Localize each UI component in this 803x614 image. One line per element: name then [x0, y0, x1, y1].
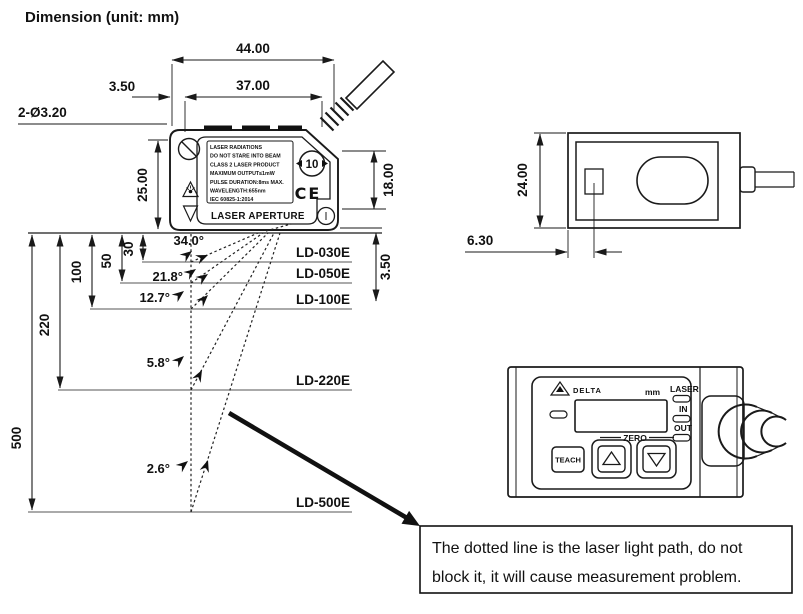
warning-label-box [206, 140, 294, 204]
angle-12-7: 12.7° [139, 290, 170, 305]
out-led [672, 433, 691, 442]
pointer-arrow-icon [171, 287, 187, 303]
cable-gland [739, 166, 756, 193]
warning-line: DO NOT STARE INTO BEAM [210, 154, 281, 160]
note-line-2: block it, it will cause measurement prob… [432, 569, 741, 586]
pointer-arrow-icon [175, 457, 192, 473]
warning-line: WAVELENGTH:655nm [210, 189, 266, 195]
teach-button[interactable] [551, 446, 585, 473]
distance-220: 220 [37, 314, 52, 337]
laser-light-path [190, 223, 292, 513]
warning-line: PULSE DURATION:8ms MAX. [210, 180, 284, 186]
dim-mount-holes: 2-Ø3.20 [18, 105, 67, 120]
dim-24: 24.00 [515, 163, 530, 197]
note-line-1: The dotted line is the laser light path,… [432, 540, 743, 557]
dim-3-5-bottom: 3.50 [378, 254, 393, 280]
model-ld-030e: LD-030E [296, 245, 350, 260]
dim-25: 25.00 [135, 168, 150, 202]
distance-500: 500 [9, 427, 24, 450]
panel-view: DELTA mm LASER IN OUT ZERO TEACH [507, 366, 787, 498]
warning-line: MAXIMUM OUTPUT≤1mW [210, 171, 275, 177]
ray-arrow-icon [196, 291, 212, 307]
ray-arrow-icon [192, 367, 207, 383]
brand-label: DELTA [573, 386, 602, 395]
dim-37: 37.00 [236, 78, 270, 93]
zero-label: ZERO [623, 433, 647, 443]
screw-slot-icon [181, 141, 197, 157]
warning-line: IEC 60825-1:2014 [210, 197, 253, 203]
out-indicator-label: OUT [674, 423, 693, 433]
model-ld-100e: LD-100E [296, 292, 350, 307]
model-ld-220e: LD-220E [296, 373, 350, 388]
badge-10-label: 10 [306, 159, 319, 171]
up-button[interactable] [591, 439, 632, 479]
angle-5-8: 5.8° [147, 355, 170, 370]
dim-44: 44.00 [236, 41, 270, 56]
beam-range-diagram: 30 50 100 220 500 34.0° 21.8° 12.7° 5.8°… [9, 223, 382, 513]
mount-tab [278, 125, 302, 131]
lens-opening [636, 156, 709, 205]
unit-label: mm [645, 387, 661, 397]
note-box: The dotted line is the laser light path,… [419, 525, 793, 594]
delta-logo [549, 380, 571, 396]
distance-50: 50 [99, 253, 114, 268]
laser-warning-triangle-icon [182, 180, 199, 198]
aperture-direction-triangle-icon [182, 205, 199, 223]
distance-100: 100 [69, 261, 84, 284]
model-ld-050e: LD-050E [296, 266, 350, 281]
down-arrow-icon [646, 452, 667, 468]
up-arrow-icon [601, 450, 622, 466]
pointer-arrow-icon [183, 265, 199, 280]
front-view-dimensions: 44.00 37.00 3.50 2-Ø3.20 25.00 18.00 3.5… [18, 41, 396, 302]
in-indicator-label: IN [679, 404, 688, 414]
laser-indicator-label: LASER [670, 384, 699, 394]
panel-body-outline [507, 366, 744, 498]
angle-2-6: 2.6° [147, 461, 170, 476]
sensor-body-outline [169, 129, 339, 231]
pointer-arrow-icon [171, 352, 188, 368]
down-button[interactable] [636, 439, 677, 479]
warning-line: CLASS 2 LASER PRODUCT [210, 162, 280, 168]
dim-18: 18.00 [381, 163, 396, 197]
dim-6-3: 6.30 [467, 233, 493, 248]
cable [319, 59, 396, 132]
status-led [549, 410, 568, 419]
in-led [672, 414, 691, 423]
mount-tab [242, 125, 270, 131]
hatched-face [575, 141, 719, 221]
note-callout-arrow [227, 411, 420, 526]
connector [701, 395, 787, 467]
pointer-arrow-icon [179, 247, 195, 263]
laser-led [672, 394, 691, 403]
ray-arrow-icon [199, 458, 213, 473]
side-view: 24.00 6.30 [465, 132, 795, 258]
dim-3-5-left: 3.50 [109, 79, 135, 94]
warning-line: LASER RADIATIONS [210, 145, 262, 151]
angle-21-8: 21.8° [152, 269, 183, 284]
mount-tab [204, 125, 232, 131]
distance-30: 30 [121, 241, 136, 256]
page-title: Dimension (unit: mm) [25, 9, 179, 26]
angle-34: 34.0° [173, 233, 204, 248]
warning-label-text: LASER RADIATIONS DO NOT STARE INTO BEAM … [210, 145, 284, 203]
laser-aperture-label: LASER APERTURE [211, 211, 305, 222]
panel-face [531, 376, 692, 490]
screw-hole-top-left-icon [177, 137, 201, 161]
label-panel-outline [196, 136, 331, 225]
model-ld-500e: LD-500E [296, 495, 350, 510]
ce-mark: CE [295, 184, 322, 203]
front-view: LASER RADIATIONS DO NOT STARE INTO BEAM … [169, 59, 396, 231]
teach-button-label: TEACH [555, 456, 581, 465]
display-screen [574, 399, 668, 433]
badge-10: 10 [296, 150, 328, 177]
